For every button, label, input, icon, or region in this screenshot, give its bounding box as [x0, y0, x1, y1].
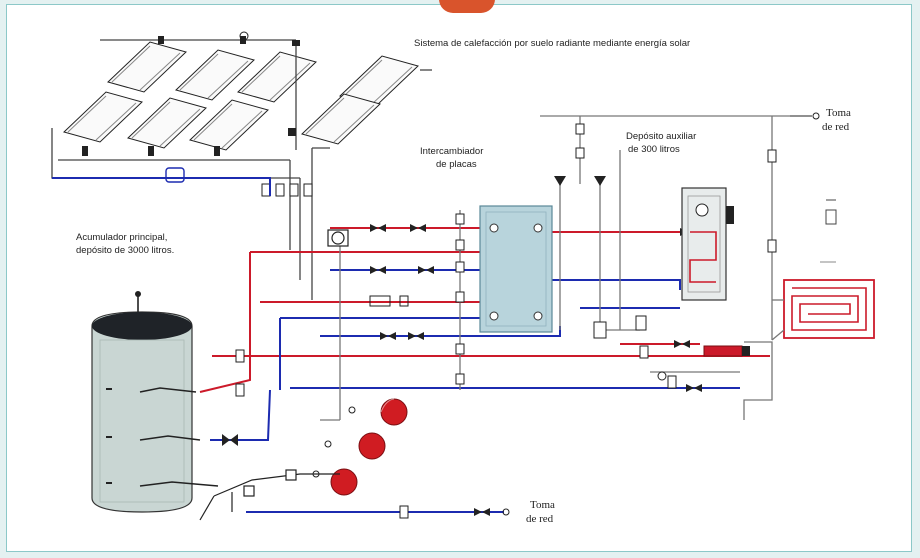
solar-collector-array-right: [301, 55, 419, 145]
manifold-fittings: [261, 183, 313, 197]
thermostat-icon: [825, 199, 837, 225]
solar-panel: [127, 97, 207, 149]
solar-panel: [339, 55, 419, 107]
tank-connections: [137, 296, 219, 487]
fitting-markers: [235, 123, 777, 519]
aux-tank-label-line1: Depósito auxiliar: [626, 131, 696, 142]
solar-panel: [63, 91, 143, 143]
cold-pipes: [210, 269, 740, 513]
mixing-valves: [593, 315, 667, 381]
tank-top-vent: [135, 291, 141, 297]
expansion-vessels: [330, 398, 408, 496]
plate-heat-exchanger: [479, 205, 553, 333]
collector-bypass-connector: [165, 167, 185, 183]
water-intake-top-tap: [790, 112, 820, 120]
exchanger-label-line2: de placas: [436, 159, 477, 170]
exchanger-label-line1: Intercambiador: [420, 146, 483, 157]
main-tank-label-line1: Acumulador principal,: [76, 232, 167, 243]
tank-side-marks: [106, 388, 112, 484]
aux-tank-label-line2: de 300 litros: [628, 144, 680, 155]
solar-panel: [301, 93, 381, 145]
main-storage-tank: [91, 311, 193, 513]
expansion-valves: [312, 406, 356, 478]
thermometer-markers: [369, 295, 409, 307]
solar-collector-array-left: [63, 41, 317, 151]
diagram-title: Sistema de calefacción por suelo radiant…: [414, 38, 690, 49]
collector-valves: [82, 31, 300, 156]
bottom-manifold: [199, 469, 340, 521]
water-intake-top-label-line1: Toma: [826, 107, 851, 119]
water-intake-bottom-label-line1: Toma: [530, 499, 555, 511]
water-intake-top-label-line2: de red: [822, 121, 850, 133]
water-intake-bottom-tap: [502, 508, 510, 516]
auxiliary-tank: [681, 187, 734, 301]
solar-panel: [175, 49, 255, 101]
main-tank-label-line2: depósito de 3000 litros.: [76, 245, 174, 256]
floor-heating-coil: [783, 261, 875, 339]
water-intake-bottom-label-line2: de red: [526, 513, 554, 525]
pump-symbol: [327, 229, 349, 247]
solar-panel: [189, 99, 269, 151]
heater-unit: [703, 345, 750, 357]
solar-panel: [107, 41, 187, 93]
top-decoration-tab: [439, 0, 495, 13]
